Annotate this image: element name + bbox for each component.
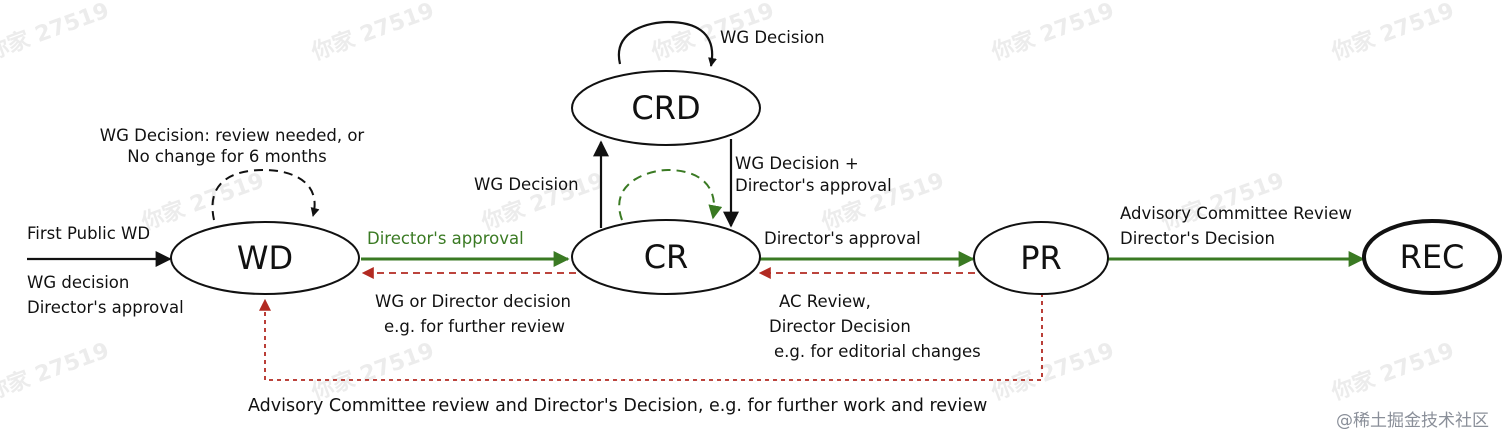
- node-wd: WD: [170, 221, 360, 295]
- label-crd-to-cr-line2: Director's approval: [735, 176, 892, 195]
- label-directors-approval-left: Director's approval: [27, 298, 184, 317]
- label-first-public-wd: First Public WD: [27, 224, 150, 243]
- watermark: 你家 27519: [1327, 337, 1457, 406]
- label-wd-loop-line1: WG Decision: review needed, or: [100, 126, 365, 145]
- edge-pr-to-wd: [259, 293, 1043, 381]
- edge-wd-loop: [211, 168, 320, 221]
- label-cr-to-crd: WG Decision: [474, 175, 579, 194]
- watermark: 你家 27519: [0, 337, 113, 406]
- watermark: 你家 27519: [1327, 0, 1457, 66]
- label-crd-loop: WG Decision: [720, 28, 825, 47]
- watermark: 你家 27519: [307, 0, 437, 66]
- label-pr-to-cr-line2: Director Decision: [769, 317, 911, 336]
- label-cr-to-wd-line1: WG or Director decision: [375, 292, 571, 311]
- label-pr-to-cr-line1: AC Review,: [779, 292, 871, 311]
- node-cr: CR: [571, 219, 761, 295]
- node-pr-label: PR: [1020, 239, 1062, 277]
- node-cr-label: CR: [644, 238, 689, 276]
- footer-watermark: @稀土掘金技术社区: [1336, 411, 1489, 431]
- watermark: 你家 27519: [1157, 167, 1287, 236]
- node-pr: PR: [973, 221, 1109, 295]
- node-crd: CRD: [571, 70, 761, 146]
- watermark: 你家 27519: [987, 337, 1117, 406]
- label-wd-to-cr: Director's approval: [367, 229, 524, 248]
- label-pr-to-rec-line2: Director's Decision: [1120, 229, 1275, 248]
- label-wg-decision-left: WG decision: [27, 273, 129, 292]
- label-cr-to-pr: Director's approval: [764, 229, 921, 248]
- edge-cr-loop: [618, 168, 723, 221]
- label-crd-to-cr-line1: WG Decision +: [735, 154, 859, 173]
- node-wd-label: WD: [237, 239, 293, 277]
- watermark: 你家 27519: [0, 0, 113, 66]
- watermarks: 你家 27519 你家 27519 你家 27519 你家 27519 你家 2…: [0, 0, 1458, 406]
- label-wd-loop-line2: No change for 6 months: [127, 147, 326, 166]
- node-rec-label: REC: [1400, 238, 1465, 276]
- label-pr-to-cr-line3: e.g. for editorial changes: [774, 342, 981, 361]
- label-cr-to-wd-line2: e.g. for further review: [384, 317, 565, 336]
- edge-crd-loop: [617, 20, 717, 67]
- node-crd-label: CRD: [631, 89, 700, 127]
- node-rec: REC: [1362, 219, 1502, 295]
- watermark: 你家 27519: [987, 0, 1117, 66]
- label-pr-to-wd: Advisory Committee review and Director's…: [248, 396, 987, 416]
- label-pr-to-rec-line1: Advisory Committee Review: [1120, 204, 1352, 223]
